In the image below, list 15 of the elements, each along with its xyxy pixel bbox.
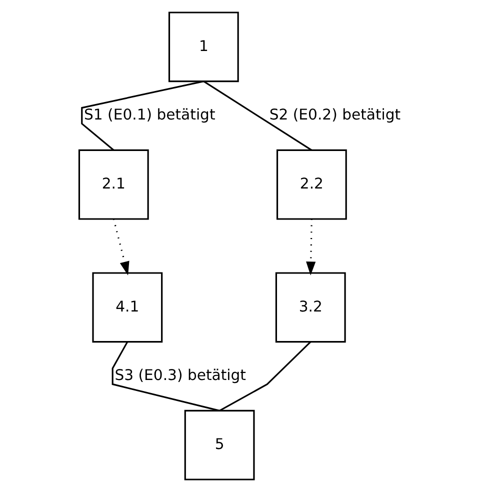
arrow bbox=[306, 218, 316, 276]
edge-label: S2 (E0.2) betätigt bbox=[268, 106, 400, 124]
connector bbox=[80, 80, 204, 151]
connector bbox=[111, 341, 220, 412]
node-box: 2.1 bbox=[78, 149, 148, 220]
node-box: 3.2 bbox=[274, 272, 346, 343]
node-box: 2.2 bbox=[276, 149, 346, 220]
connector bbox=[218, 341, 311, 412]
node-box: 4.1 bbox=[92, 272, 162, 343]
node-box: 1 bbox=[168, 12, 238, 82]
edge-label: S1 (E0.1) betätigt bbox=[84, 106, 215, 124]
arrow bbox=[112, 218, 129, 276]
node-box: 5 bbox=[184, 410, 254, 480]
connector bbox=[202, 80, 312, 151]
edge-label: S3 (E0.3) betätigt bbox=[114, 367, 246, 384]
